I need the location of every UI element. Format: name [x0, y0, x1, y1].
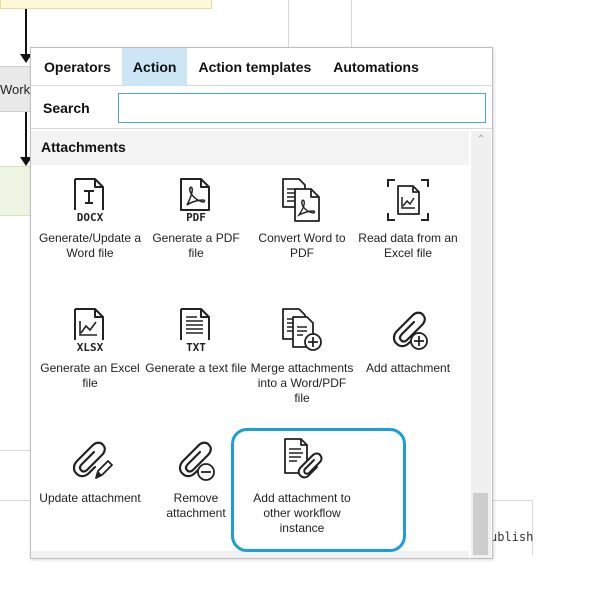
action-item-label: Generate a text file	[145, 361, 247, 375]
canvas-gridline	[351, 0, 352, 47]
workflow-connector-line	[25, 112, 27, 158]
canvas-gridline	[0, 500, 30, 501]
action-picker-panel: Operators Action Action templates Automa…	[30, 47, 493, 559]
search-row: Search	[31, 87, 492, 129]
paperclip-minus-icon	[178, 441, 215, 481]
txt-file-icon: TXT	[180, 308, 210, 353]
scroll-up-chevron-icon[interactable]: ⌃	[476, 134, 486, 145]
svg-text:TXT: TXT	[186, 341, 206, 353]
panel-tabs: Operators Action Action templates Automa…	[31, 48, 492, 86]
action-grid: DOCX Generate/Update a Word file PDF Gen…	[31, 165, 469, 558]
canvas-gridline	[288, 0, 289, 47]
action-item-convert-word-pdf[interactable]: Convert Word to PDF	[248, 177, 356, 261]
canvas-gridline	[0, 450, 30, 451]
action-item-generate-pdf[interactable]: PDF Generate a PDF file	[142, 177, 250, 261]
paperclip-pencil-icon	[72, 441, 113, 479]
docx-file-icon: DOCX	[74, 178, 104, 223]
action-item-generate-word[interactable]: DOCX Generate/Update a Word file	[36, 177, 144, 261]
action-item-label: Generate/Update a Word file	[38, 231, 142, 260]
svg-text:XLSX: XLSX	[77, 341, 104, 353]
tab-action-templates[interactable]: Action templates	[198, 59, 312, 75]
action-item-add-attachment-other-instance[interactable]: Add attachment to other workflow instanc…	[248, 437, 356, 536]
read-excel-icon	[387, 179, 429, 221]
canvas-partial-text: ublish pro	[490, 530, 535, 544]
action-item-label: Generate an Excel file	[40, 361, 140, 390]
workflow-arrow-head-icon	[20, 54, 32, 63]
action-item-read-excel[interactable]: Read data from an Excel file	[354, 177, 462, 261]
workflow-arrow-head-icon	[20, 157, 32, 166]
document-paperclip-icon	[284, 438, 323, 479]
action-item-label: Read data from an Excel file	[358, 231, 458, 260]
workflow-node-top	[0, 0, 212, 9]
tab-operators[interactable]: Operators	[44, 59, 111, 75]
grid-bottom-edge	[31, 551, 469, 558]
xlsx-file-icon: XLSX	[74, 308, 104, 353]
action-item-label: Convert Word to PDF	[258, 231, 346, 260]
action-item-label: Generate a PDF file	[152, 231, 240, 260]
section-header-attachments[interactable]: Attachments	[31, 131, 469, 165]
vertical-scrollbar[interactable]: ⌃	[471, 131, 491, 558]
action-item-label: Add attachment to other workflow instanc…	[253, 491, 351, 535]
workflow-connector-line	[25, 9, 27, 55]
tab-automations[interactable]: Automations	[333, 59, 419, 75]
action-item-merge-attachments[interactable]: Merge attachments into a Word/PDF file	[248, 307, 356, 406]
action-item-label: Update attachment	[39, 491, 141, 505]
action-item-label: Merge attachments into a Word/PDF file	[250, 361, 354, 405]
paperclip-plus-icon	[392, 311, 428, 350]
workflow-node-gray[interactable]	[0, 66, 32, 112]
action-item-add-attachment[interactable]: Add attachment	[354, 307, 462, 376]
svg-text:PDF: PDF	[186, 211, 206, 223]
action-item-remove-attachment[interactable]: Remove attachment	[142, 437, 250, 521]
action-item-label: Add attachment	[365, 361, 451, 375]
merge-attachments-icon	[282, 308, 322, 351]
action-item-label: Remove attachment	[166, 491, 226, 520]
tab-action[interactable]: Action	[121, 48, 188, 86]
action-item-update-attachment[interactable]: Update attachment	[36, 437, 144, 506]
action-item-generate-excel[interactable]: XLSX Generate an Excel file	[36, 307, 144, 391]
search-label: Search	[43, 100, 90, 116]
action-item-generate-text[interactable]: TXT Generate a text file	[142, 307, 250, 376]
workflow-node-green[interactable]	[0, 166, 32, 216]
search-input[interactable]	[118, 93, 486, 123]
workflow-node-label: Workstow	[0, 82, 32, 97]
canvas-gridline	[532, 500, 533, 555]
section-title: Attachments	[41, 139, 126, 155]
convert-word-pdf-icon	[282, 178, 320, 222]
pdf-file-icon: PDF	[180, 178, 210, 223]
scrollbar-thumb[interactable]	[473, 493, 488, 555]
svg-text:DOCX: DOCX	[77, 211, 104, 223]
canvas-gridline	[493, 500, 533, 501]
